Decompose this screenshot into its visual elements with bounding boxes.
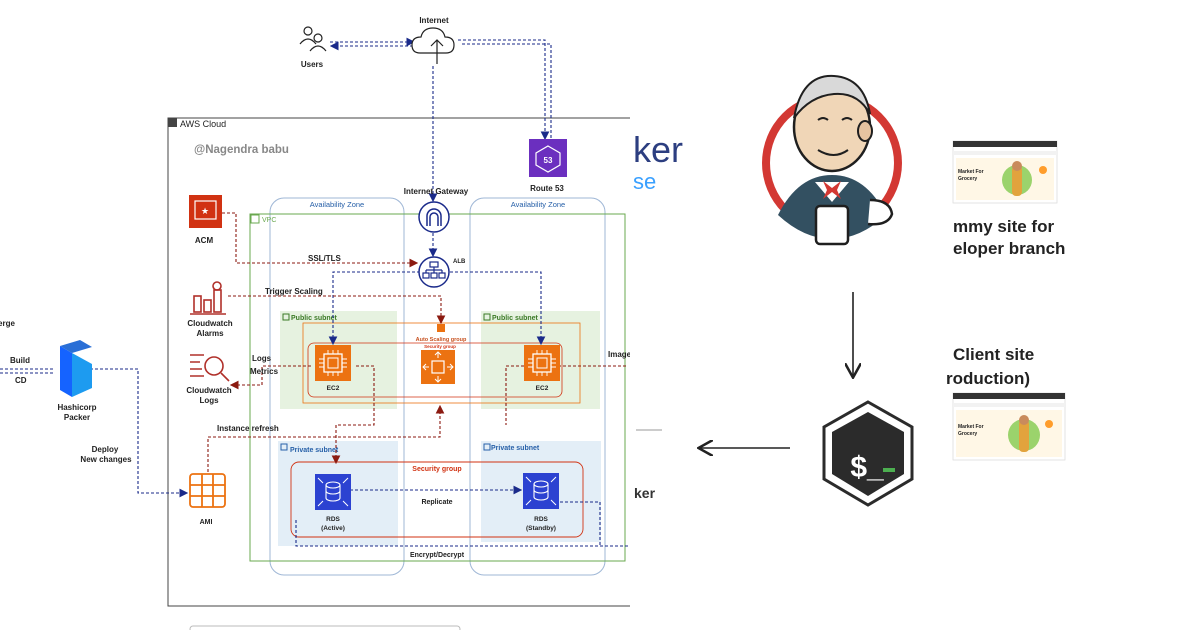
vpc-icon <box>250 214 260 224</box>
security-group-app <box>307 342 563 398</box>
author-label: @Nagendra babu <box>194 144 289 156</box>
security-group-app-label: Security group <box>424 344 456 349</box>
public-subnet-right-label: Public subnet <box>492 315 539 322</box>
availability-zone-left <box>269 197 405 576</box>
acm-label: ACM <box>195 236 214 245</box>
shell-prompt: $_ <box>850 451 884 484</box>
public-subnet-right-icon <box>483 313 491 321</box>
route53-label: Route 53 <box>530 184 564 193</box>
rds-active-label-2: (Active) <box>321 525 345 532</box>
acm-star: ★ <box>201 206 209 216</box>
alb-label: ALB <box>453 259 466 265</box>
thumb-title-1: Market For <box>958 169 984 175</box>
packer-icon <box>60 340 92 397</box>
alb-tree <box>422 261 446 279</box>
deploy-label-2: New changes <box>80 455 132 464</box>
bottom-scroll-remnant <box>189 625 461 630</box>
right-panel: ker se $_ ker <box>630 0 1200 630</box>
private-subnet-left-icon <box>280 443 288 451</box>
metrics-label: Metrics <box>250 367 279 376</box>
thumb-sub-1: Grocery <box>958 176 977 182</box>
ec2-right-icon <box>524 345 560 381</box>
public-subnet-left-label: Public subnet <box>291 315 338 322</box>
monitoring-connectors <box>207 212 628 472</box>
aws-cloud-label: AWS Cloud <box>180 119 226 129</box>
thumb-title-2: Market For <box>958 424 984 430</box>
route53-shield <box>535 145 561 173</box>
users-label: Users <box>301 60 324 69</box>
jenkins-logo <box>762 74 902 246</box>
client-site-line-2: roduction) <box>946 369 1030 388</box>
route53-badge: 53 <box>544 156 553 165</box>
aws-cloud-icon <box>168 118 177 127</box>
dummy-site-thumbnail[interactable]: Market For Grocery <box>952 140 1058 204</box>
ec2-left-icon <box>315 345 351 381</box>
left-diagram: AWS Cloud @Nagendra babu Availability Zo… <box>0 16 637 630</box>
public-subnet-left-icon <box>282 313 290 321</box>
private-subnet-right-label: Private subnet <box>491 445 540 452</box>
dummy-site-line-2: eloper branch <box>953 239 1065 258</box>
bash-shell-icon: $_ <box>822 400 914 507</box>
ami-label: AMI <box>200 519 213 526</box>
client-site-thumbnail[interactable]: Market For Grocery <box>952 392 1066 461</box>
acm-cert <box>194 200 217 220</box>
internet-gateway-icon <box>418 201 450 233</box>
auto-scaling-icon <box>421 350 455 384</box>
image-label: Image <box>608 350 632 359</box>
vpc-label: VPC <box>262 217 276 224</box>
internet-label: Internet <box>419 16 449 25</box>
private-subnet-left-label: Private subnet <box>290 447 339 454</box>
internet-gateway-label: Internet Gateway <box>404 187 469 196</box>
build-label: Build <box>10 356 30 365</box>
security-group-db <box>290 461 584 538</box>
instance-refresh-label: Instance refresh <box>217 424 279 433</box>
cloudwatch-alarms-label-2: Alarms <box>196 329 224 338</box>
client-site-line-1: Client site <box>953 345 1034 364</box>
deploy-label-1: Deploy <box>92 445 119 454</box>
replicate-label: Replicate <box>421 499 452 506</box>
cd-label: CD <box>15 376 27 385</box>
cloudwatch-alarms-label-1: Cloudwatch <box>187 319 232 328</box>
packer-logo-text: ker <box>633 129 683 170</box>
packer-logo-sub: se <box>633 169 656 194</box>
packer-label-2: Packer <box>64 413 90 422</box>
dummy-site-line-1: mmy site for <box>953 217 1054 236</box>
merge-label: erge <box>0 319 15 328</box>
igw-arch <box>426 208 442 226</box>
availability-zone-right <box>469 197 606 576</box>
asg-label: Auto Scaling group <box>416 337 467 343</box>
rds-active-label-1: RDS <box>326 516 340 523</box>
cloudwatch-logs-icon <box>190 354 230 382</box>
ec2-left-label: EC2 <box>327 385 340 392</box>
private-subnet-right-icon <box>483 443 491 451</box>
az-left-label: Availability Zone <box>310 200 364 209</box>
logs-label: Logs <box>252 354 272 363</box>
packer-label-1: Hashicorp <box>57 403 96 412</box>
ssl-tls-label: SSL/TLS <box>308 254 342 263</box>
az-right-label: Availability Zone <box>511 200 565 209</box>
trigger-scaling-label: Trigger Scaling <box>265 287 323 296</box>
right-panel-bg <box>630 0 1200 630</box>
rds-standby-icon <box>523 473 559 509</box>
cloudwatch-logs-label-1: Cloudwatch <box>186 386 231 395</box>
cloudwatch-logs-label-2: Logs <box>199 396 219 405</box>
cloudwatch-alarms-icon <box>190 281 226 315</box>
security-group-db-label: Security group <box>412 466 461 473</box>
rds-active-icon <box>315 474 351 510</box>
thumb-sub-2: Grocery <box>958 431 977 437</box>
network-connectors <box>85 37 630 547</box>
build-connector <box>0 368 55 374</box>
asg-small-icon <box>437 324 445 332</box>
ec2-right-label: EC2 <box>536 385 549 392</box>
internet-cloud-icon <box>411 27 455 64</box>
rds-standby-label-1: RDS <box>534 516 548 523</box>
ami-icon <box>189 473 226 508</box>
encrypt-decrypt-label: Encrypt/Decrypt <box>410 552 465 559</box>
packer-bottom-text: ker <box>634 485 656 501</box>
rds-standby-label-2: (Standby) <box>526 525 556 532</box>
users-icon <box>299 26 327 52</box>
